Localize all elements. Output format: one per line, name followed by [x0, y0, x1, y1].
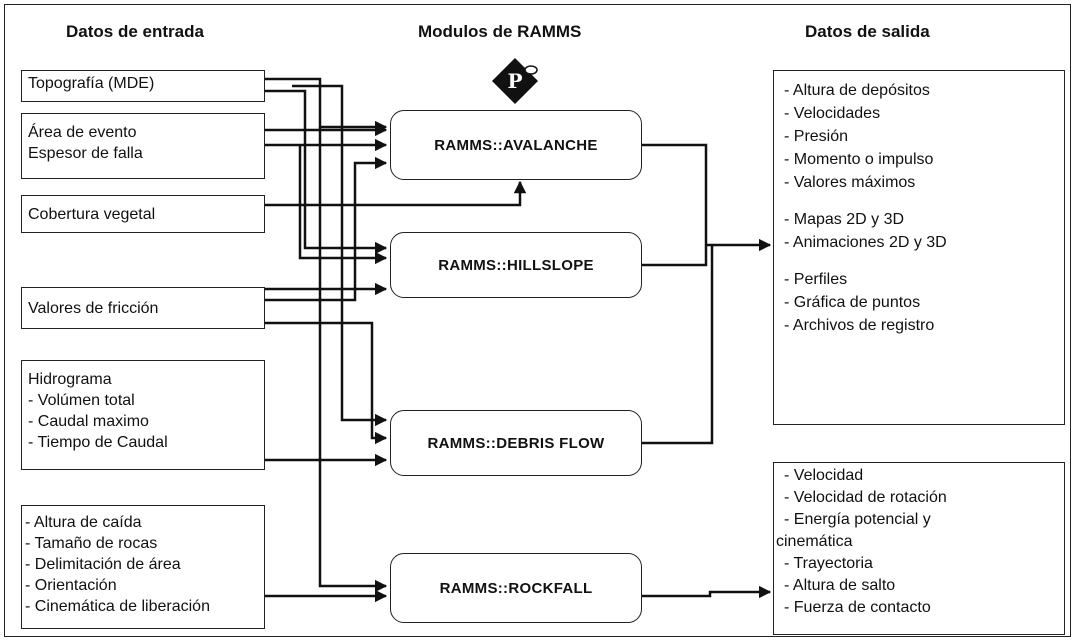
wire-topografia-hillslope — [265, 89, 388, 255]
wire-topografia-avalanche — [265, 77, 388, 134]
rockfall-input-line: - Tamaño de rocas — [25, 535, 158, 552]
input-topografia: Topografía (MDE) — [21, 70, 265, 102]
rockfall-output-line: - Fuerza de contacto — [784, 599, 931, 616]
output-rockfall: - Velocidad - Velocidad de rotación - En… — [773, 462, 1065, 635]
hidrograma-line: - Caudal maximo — [28, 413, 149, 430]
input-topografia-label: Topografía (MDE) — [28, 75, 155, 92]
rockfall-input-line: - Cinemática de liberación — [25, 598, 210, 615]
rockfall-output-line: - Trayectoria — [784, 555, 873, 572]
output-line: - Animaciones 2D y 3D — [784, 234, 947, 251]
input-area-line: Área de evento — [28, 124, 137, 141]
header-modules: Modulos de RAMMS — [418, 22, 582, 41]
header-input: Datos de entrada — [66, 22, 204, 41]
wire-debris-output — [642, 245, 714, 445]
rockfall-input-line: - Altura de caída — [25, 514, 142, 531]
output-line: - Archivos de registro — [784, 317, 935, 334]
hidrograma-line: Hidrograma — [28, 371, 112, 388]
output-line: - Velocidades — [784, 105, 881, 122]
diagram-frame — [4, 4, 1071, 637]
rockfall-output-line: - Velocidad — [784, 467, 864, 484]
output-main: - Altura de depósitos - Velocidades - Pr… — [773, 70, 1065, 425]
rockfall-output-line: - Velocidad de rotación — [784, 489, 947, 506]
wire-rockfall-output — [642, 585, 772, 599]
output-line: - Mapas 2D y 3D — [784, 211, 905, 228]
output-line: - Presión — [784, 128, 849, 145]
input-cobertura-label: Cobertura vegetal — [28, 206, 156, 223]
output-line: - Valores máximos — [784, 174, 916, 191]
rockfall-output-line: - Altura de salto — [784, 577, 896, 594]
wire-hillslope-output — [642, 245, 708, 267]
wire-area-hillslope — [298, 145, 388, 265]
input-area-evento: Área de evento Espesor de falla — [21, 113, 265, 179]
module-hillslope: RAMMS::HILLSLOPE — [390, 232, 642, 298]
wire-avalanche-output — [642, 143, 708, 245]
hidrograma-line: - Tiempo de Caudal — [28, 434, 168, 451]
module-avalanche: RAMMS::AVALANCHE — [390, 110, 642, 180]
wire-friccion-avalanche — [265, 156, 388, 302]
wire-friccion-debris — [265, 321, 388, 445]
wire-topografia-rockfall — [318, 127, 388, 593]
rockfall-output-line: cinemática — [776, 533, 853, 550]
input-friccion-label: Valores de fricción — [28, 300, 159, 317]
output-line: - Gráfica de puntos — [784, 294, 921, 311]
output-line: - Momento o impulso — [784, 151, 934, 168]
ramms-logo-icon: P — [490, 56, 540, 106]
module-rockfall: RAMMS::ROCKFALL — [390, 553, 642, 623]
rockfall-output-line: - Energía potencial y — [784, 511, 931, 528]
input-rockfall: - Altura de caída - Tamaño de rocas - De… — [21, 505, 265, 629]
module-debris-flow: RAMMS::DEBRIS FLOW — [390, 410, 642, 476]
wire-cobertura-avalanche — [265, 180, 527, 207]
hidrograma-line: - Volúmen total — [28, 392, 135, 409]
input-hidrograma: Hidrograma - Volúmen total - Caudal maxi… — [21, 360, 265, 470]
header-output: Datos de salida — [805, 22, 930, 41]
input-cobertura: Cobertura vegetal — [21, 195, 265, 233]
rockfall-input-line: - Orientación — [25, 577, 117, 594]
input-area-line: Espesor de falla — [28, 145, 143, 162]
wire-topografia-debris — [292, 84, 388, 427]
output-line: - Altura de depósitos — [784, 82, 930, 99]
logo-letter: P — [507, 69, 522, 93]
input-friccion: Valores de fricción — [21, 287, 265, 329]
output-line: - Perfiles — [784, 271, 848, 288]
rockfall-input-line: - Delimitación de área — [25, 556, 181, 573]
